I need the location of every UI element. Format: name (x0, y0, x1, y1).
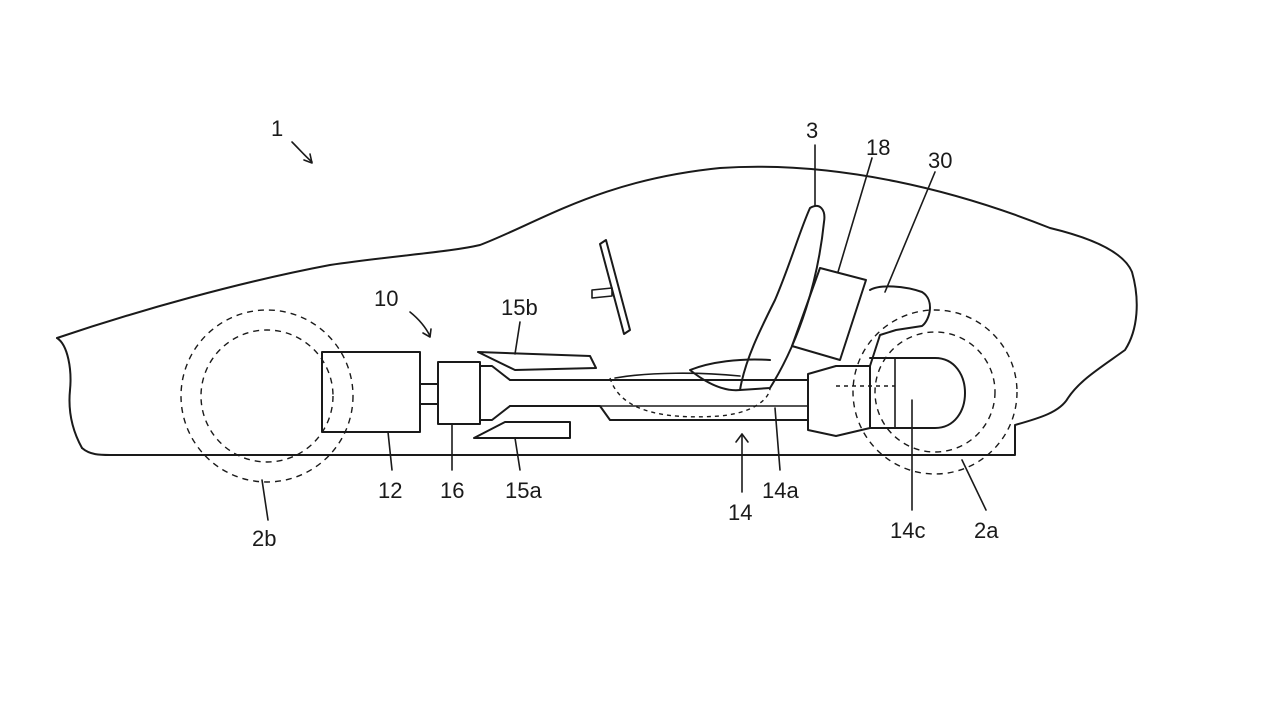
label-bracket: 30 (928, 148, 952, 173)
rear-wheel-inner (200, 329, 334, 463)
seat-cushion (689, 358, 771, 392)
leader-2b (261, 479, 269, 521)
bracket-30 (869, 285, 931, 367)
steering-wheel (599, 239, 631, 335)
label-15a: 15a (505, 478, 542, 503)
label-2a: 2a (974, 518, 999, 543)
rear-wheel-outer (180, 309, 354, 483)
leader-vehicle-arrow (291, 141, 313, 163)
leader-assembly-arrow (409, 311, 431, 337)
leader-14a (774, 407, 781, 471)
leader-15b (514, 321, 521, 355)
leader-30 (884, 171, 936, 293)
label-seat: 3 (806, 118, 818, 143)
leader-15a (514, 437, 521, 471)
label-14c: 14c (890, 518, 925, 543)
component-16-box (437, 361, 481, 425)
front-wheel-inner (874, 331, 996, 453)
car-body-front-nose (56, 337, 83, 449)
component-12-box (321, 351, 421, 433)
leader-18 (837, 157, 873, 273)
leader-assembly-arrowhead (422, 328, 432, 338)
car-body-outline (56, 165, 1138, 431)
steering-column (591, 287, 613, 299)
label-12: 12 (378, 478, 402, 503)
shaft-flare (479, 365, 511, 421)
leader-vehicle-arrowhead (303, 153, 313, 164)
frame-14a-lower (509, 405, 809, 421)
leader-14-arrowhead (735, 433, 749, 443)
label-assembly: 10 (374, 286, 398, 311)
label-14: 14 (728, 500, 752, 525)
seat-lower-dashed (609, 377, 771, 418)
label-battery: 18 (866, 135, 890, 160)
car-floor-line (81, 429, 1016, 456)
connector-12-16 (419, 383, 439, 405)
label-14a: 14a (762, 478, 799, 503)
plate-15b (477, 351, 597, 371)
label-vehicle: 1 (271, 116, 283, 141)
leader-12 (387, 431, 393, 471)
battery-18 (791, 267, 867, 361)
seat-cushion-line (614, 372, 741, 379)
label-16: 16 (440, 478, 464, 503)
front-wheel-outer (852, 309, 1018, 475)
leader-2a (961, 459, 987, 511)
label-15b: 15b (501, 295, 538, 320)
seat-back (739, 204, 826, 391)
frame-14c-bracket (869, 357, 966, 429)
plate-15a (473, 421, 571, 439)
label-2b: 2b (252, 526, 276, 551)
